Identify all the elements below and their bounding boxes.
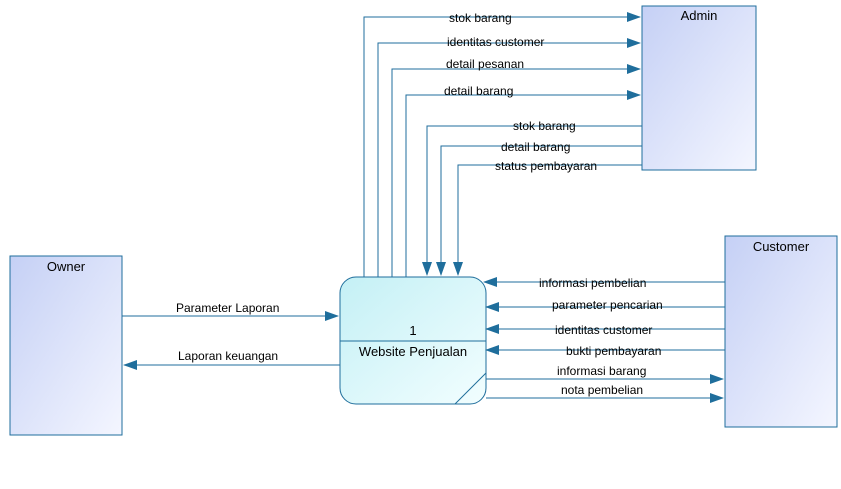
entity-customer[interactable]: Customer: [724, 235, 838, 428]
flow-label: Laporan keuangan: [178, 349, 278, 363]
entity-admin[interactable]: Admin: [641, 5, 757, 171]
flow-to-admin-stok-barang[interactable]: stok barang: [363, 11, 641, 277]
flow-label: informasi pembelian: [539, 276, 646, 290]
flow-label: parameter pencarian: [552, 298, 663, 312]
flow-label: detail barang: [501, 140, 570, 154]
flow-parameter-pencarian[interactable]: parameter pencarian: [485, 298, 725, 312]
flow-label: stok barang: [513, 119, 576, 133]
flow-identitas-customer[interactable]: identitas customer: [485, 323, 725, 337]
process-website-penjualan[interactable]: 1 Website Penjualan: [339, 276, 487, 405]
flow-to-admin-detail-pesanan[interactable]: detail pesanan: [391, 57, 641, 277]
flow-from-admin-detail-barang[interactable]: detail barang: [436, 140, 642, 276]
flow-informasi-barang[interactable]: informasi barang: [486, 364, 724, 384]
flow-label: bukti pembayaran: [566, 344, 661, 358]
flow-bukti-pembayaran[interactable]: bukti pembayaran: [485, 344, 725, 358]
flow-nota-pembelian[interactable]: nota pembelian: [486, 383, 724, 403]
flow-label: identitas customer: [555, 323, 652, 337]
flow-label: identitas customer: [447, 35, 544, 49]
process-number: 1: [409, 323, 416, 338]
flow-label: status pembayaran: [495, 159, 597, 173]
flow-label: detail pesanan: [446, 57, 524, 71]
flow-informasi-pembelian[interactable]: informasi pembelian: [483, 276, 725, 290]
flow-label: nota pembelian: [561, 383, 643, 397]
entity-owner-label: Owner: [47, 259, 86, 274]
flow-label: stok barang: [449, 11, 512, 25]
flow-label: detail barang: [444, 84, 513, 98]
flow-to-admin-detail-barang[interactable]: detail barang: [405, 84, 641, 277]
flow-to-admin-identitas-customer[interactable]: identitas customer: [377, 35, 641, 277]
entity-owner[interactable]: Owner: [9, 255, 123, 436]
flow-laporan-keuangan[interactable]: Laporan keuangan: [123, 349, 340, 370]
entity-customer-label: Customer: [753, 239, 810, 254]
flow-from-admin-status-pembayaran[interactable]: status pembayaran: [453, 159, 642, 276]
process-name: Website Penjualan: [359, 344, 467, 359]
entity-admin-label: Admin: [681, 8, 718, 23]
process-corner: [454, 372, 487, 405]
flow-from-admin-stok-barang[interactable]: stok barang: [422, 119, 642, 276]
flow-label: informasi barang: [557, 364, 646, 378]
flow-parameter-laporan[interactable]: Parameter Laporan: [122, 301, 339, 321]
flow-label: Parameter Laporan: [176, 301, 279, 315]
